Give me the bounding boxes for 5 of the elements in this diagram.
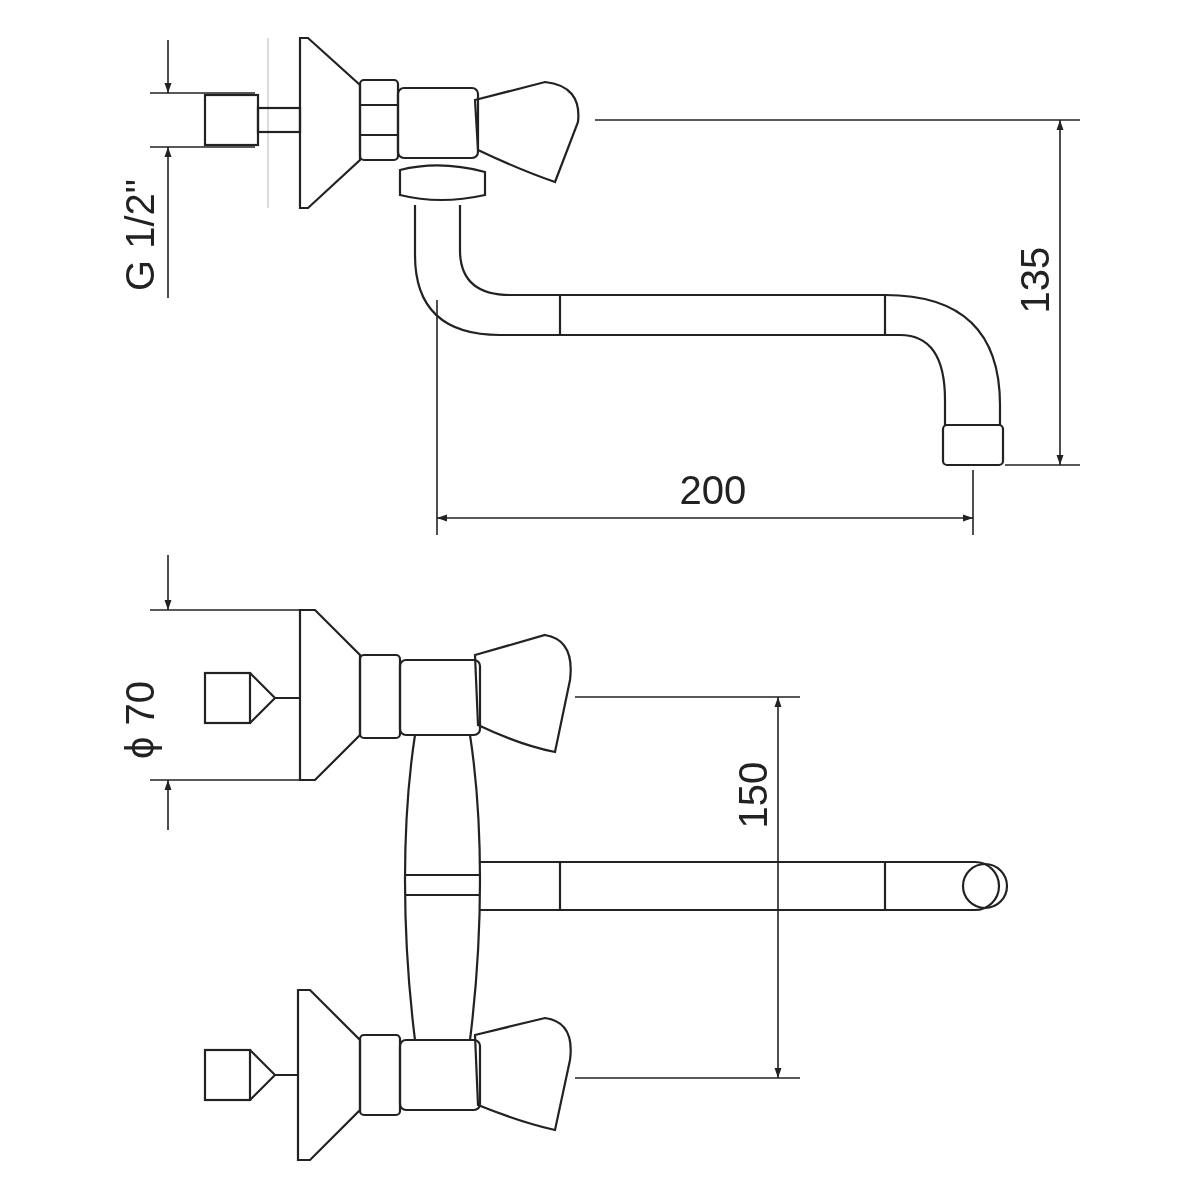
dimension-value: 150 (732, 761, 773, 829)
dimension-value: 200 (679, 470, 747, 510)
dimension-value: ϕ 70 (120, 681, 160, 759)
dimension-value: 135 (1014, 246, 1055, 314)
dimension-value: G 1/2" (120, 179, 160, 291)
